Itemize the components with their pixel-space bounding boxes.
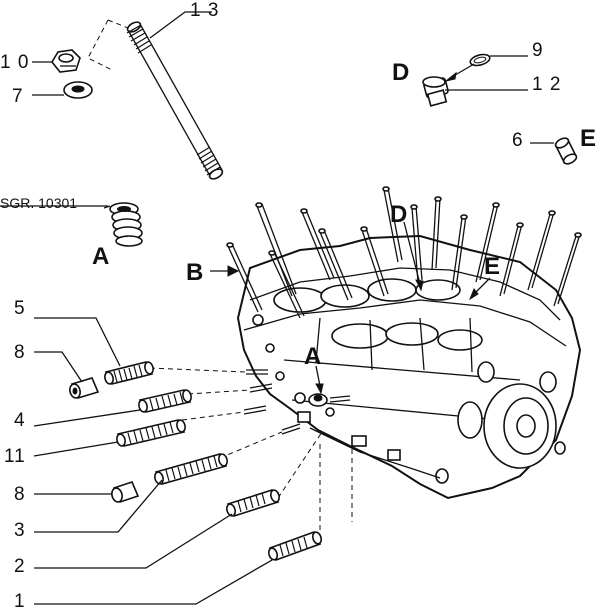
label-1: 1 — [14, 591, 26, 608]
label-d-top: D — [392, 59, 409, 86]
sgr-spring-part — [0, 202, 143, 247]
stud-4 — [33, 389, 192, 427]
nut-10 — [32, 49, 81, 73]
label-8-lower: 8 — [14, 484, 26, 505]
guide-lines — [149, 367, 353, 540]
label-a-left: A — [92, 243, 109, 270]
label-e-top: E — [580, 125, 596, 152]
cap-nut-8-lower — [34, 481, 140, 503]
label-8-upper: 8 — [14, 342, 26, 363]
label-e-block: E — [484, 253, 500, 280]
label-9: 9 — [532, 40, 544, 61]
label-4: 4 — [14, 410, 26, 431]
engine-block — [210, 186, 582, 500]
label-5: 5 — [14, 298, 26, 319]
stud-11 — [33, 419, 186, 457]
label-2: 2 — [14, 556, 26, 577]
dowel-6 — [530, 137, 578, 165]
long-stud-13 — [87, 11, 224, 180]
washer-7 — [32, 81, 93, 99]
label-7: 7 — [12, 86, 24, 107]
cap-nut-8-upper — [34, 351, 100, 399]
stud-1 — [34, 531, 323, 605]
stud-2 — [34, 489, 281, 569]
label-sgr: SGR. 10301 — [0, 195, 77, 211]
stud-5 — [34, 317, 154, 385]
stud-3 — [34, 453, 228, 533]
label-d-block: D — [390, 201, 407, 228]
label-a-block: A — [304, 343, 321, 370]
o-ring-9 — [445, 53, 528, 82]
label-6: 6 — [512, 130, 524, 151]
label-3: 3 — [14, 520, 26, 541]
label-11: 11 — [4, 446, 26, 467]
label-13: 1 3 — [190, 0, 219, 21]
label-b: B — [186, 259, 203, 286]
label-10: 1 0 — [0, 52, 29, 73]
plug-12 — [422, 76, 528, 107]
label-12: 1 2 — [532, 74, 561, 95]
